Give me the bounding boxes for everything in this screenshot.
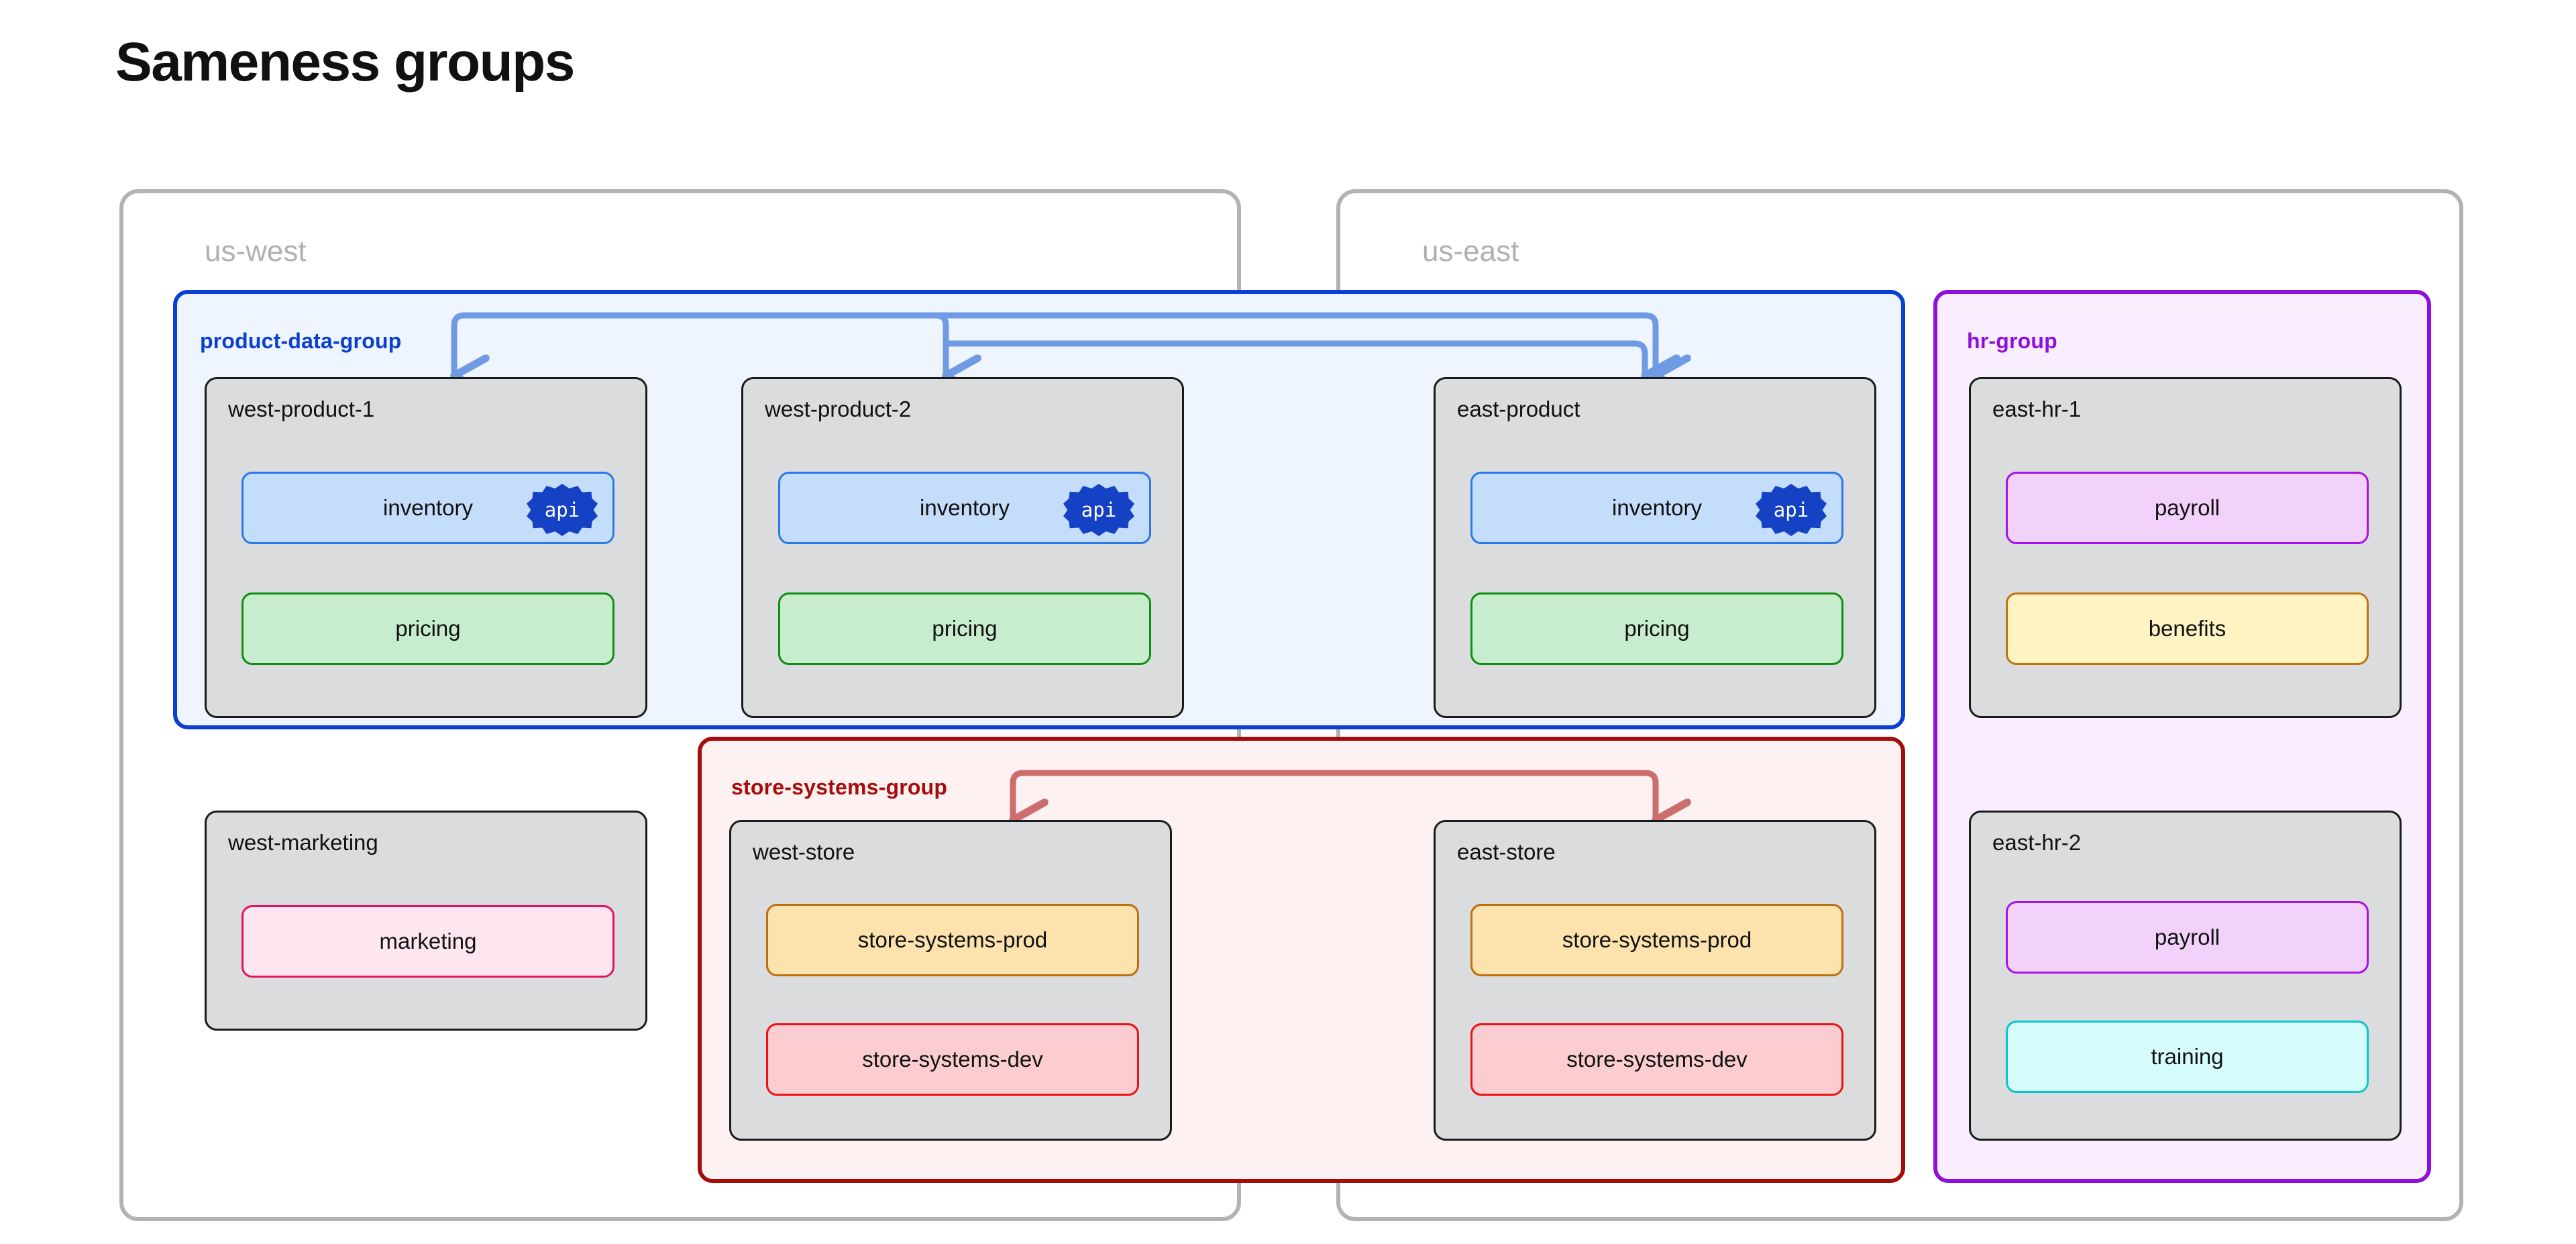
node-label-west-product-1: west-product-1 [228, 397, 375, 421]
node-west-product-2[interactable]: west-product-2 inventory api pricing [741, 377, 1184, 718]
service-chip-pricing[interactable]: pricing [241, 592, 614, 665]
service-label-training: training [2151, 1044, 2224, 1069]
node-label-west-product-2: west-product-2 [765, 397, 912, 421]
api-badge-icon: api [527, 484, 598, 536]
node-east-hr-1[interactable]: east-hr-1 payroll benefits [1969, 377, 2402, 718]
node-west-marketing[interactable]: west-marketing marketing [205, 811, 647, 1031]
node-label-east-hr-1: east-hr-1 [1992, 397, 2082, 421]
node-east-hr-2[interactable]: east-hr-2 payroll training [1969, 811, 2402, 1141]
api-badge-icon: api [1063, 484, 1134, 536]
service-label-benefits: benefits [2148, 616, 2226, 641]
node-label-east-product: east-product [1457, 397, 1580, 421]
node-label-east-hr-2: east-hr-2 [1992, 830, 2082, 855]
service-label-inventory: inventory [383, 495, 473, 520]
node-label-west-store: west-store [753, 839, 855, 864]
service-chip-inventory[interactable]: inventory api [778, 472, 1151, 544]
service-chip-training[interactable]: training [2006, 1021, 2369, 1093]
group-label-hr-group: hr-group [1967, 329, 2057, 353]
service-chip-payroll[interactable]: payroll [2006, 472, 2369, 544]
service-chip-benefits[interactable]: benefits [2006, 592, 2369, 665]
service-label-pricing: pricing [1624, 616, 1690, 641]
service-label-inventory: inventory [920, 495, 1010, 520]
node-west-product-1[interactable]: west-product-1 inventory api pricing [205, 377, 647, 718]
page-title: Sameness groups [115, 32, 575, 93]
group-label-store-systems-group: store-systems-group [731, 775, 948, 799]
node-east-product[interactable]: east-product inventory api pricing [1434, 377, 1876, 718]
service-label-inventory: inventory [1612, 495, 1702, 520]
service-chip-inventory[interactable]: inventory api [1470, 472, 1843, 544]
service-chip-store-systems-prod[interactable]: store-systems-prod [766, 904, 1139, 976]
service-label-pricing: pricing [932, 616, 998, 641]
service-label-store-systems-dev: store-systems-dev [862, 1047, 1043, 1072]
service-chip-payroll[interactable]: payroll [2006, 901, 2369, 974]
service-label-payroll: payroll [2154, 925, 2220, 949]
service-chip-store-systems-prod[interactable]: store-systems-prod [1470, 904, 1843, 976]
node-label-west-marketing: west-marketing [228, 830, 378, 855]
service-chip-store-systems-dev[interactable]: store-systems-dev [766, 1023, 1139, 1096]
service-label-store-systems-prod: store-systems-prod [1562, 927, 1752, 952]
service-label-pricing: pricing [395, 616, 461, 641]
region-label-us-west: us-west [205, 235, 307, 268]
service-label-store-systems-dev: store-systems-dev [1566, 1047, 1748, 1072]
service-chip-pricing[interactable]: pricing [778, 592, 1151, 665]
service-chip-pricing[interactable]: pricing [1470, 592, 1843, 665]
service-label-marketing: marketing [379, 929, 477, 953]
service-label-store-systems-prod: store-systems-prod [857, 927, 1048, 952]
group-label-product-data-group: product-data-group [200, 329, 402, 353]
node-label-east-store: east-store [1457, 839, 1556, 864]
node-east-store[interactable]: east-store store-systems-prod store-syst… [1434, 820, 1876, 1141]
region-label-us-east: us-east [1422, 235, 1519, 268]
api-badge-icon: api [1756, 484, 1827, 536]
service-chip-marketing[interactable]: marketing [241, 905, 614, 978]
service-chip-inventory[interactable]: inventory api [241, 472, 614, 544]
service-chip-store-systems-dev[interactable]: store-systems-dev [1470, 1023, 1843, 1096]
node-west-store[interactable]: west-store store-systems-prod store-syst… [729, 820, 1172, 1141]
service-label-payroll: payroll [2154, 495, 2220, 520]
